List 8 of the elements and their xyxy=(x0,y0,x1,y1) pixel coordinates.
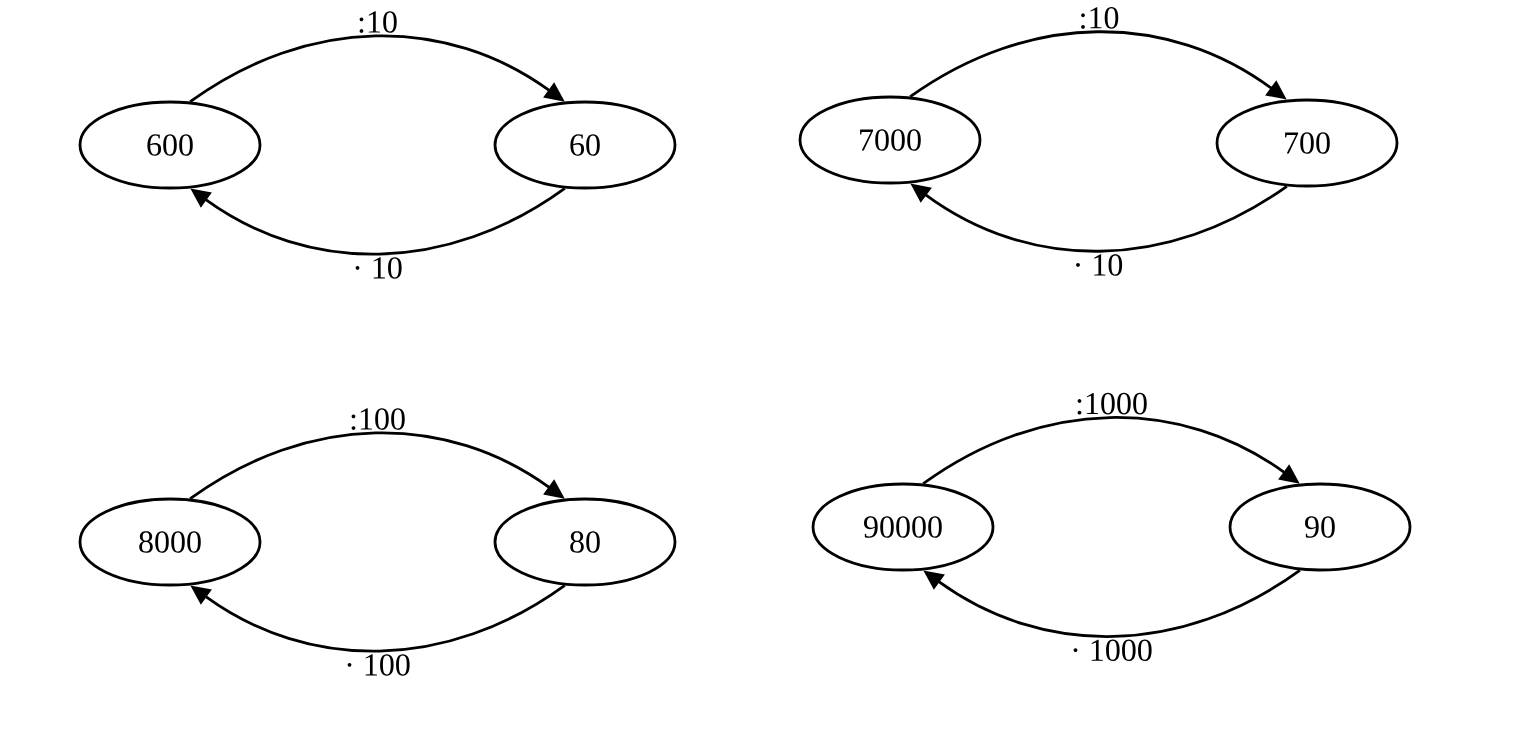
edge-label: :10 xyxy=(1081,7,1119,29)
edge-label: :100 xyxy=(351,408,405,430)
edge-label: · 10 xyxy=(1076,254,1123,276)
edge-label: · 1000 xyxy=(1073,639,1152,662)
edge-label: :10 xyxy=(359,11,397,33)
edge-label: · 100 xyxy=(347,654,410,676)
edge-label: :1000 xyxy=(1077,392,1147,415)
edge-label: · 10 xyxy=(355,257,402,279)
